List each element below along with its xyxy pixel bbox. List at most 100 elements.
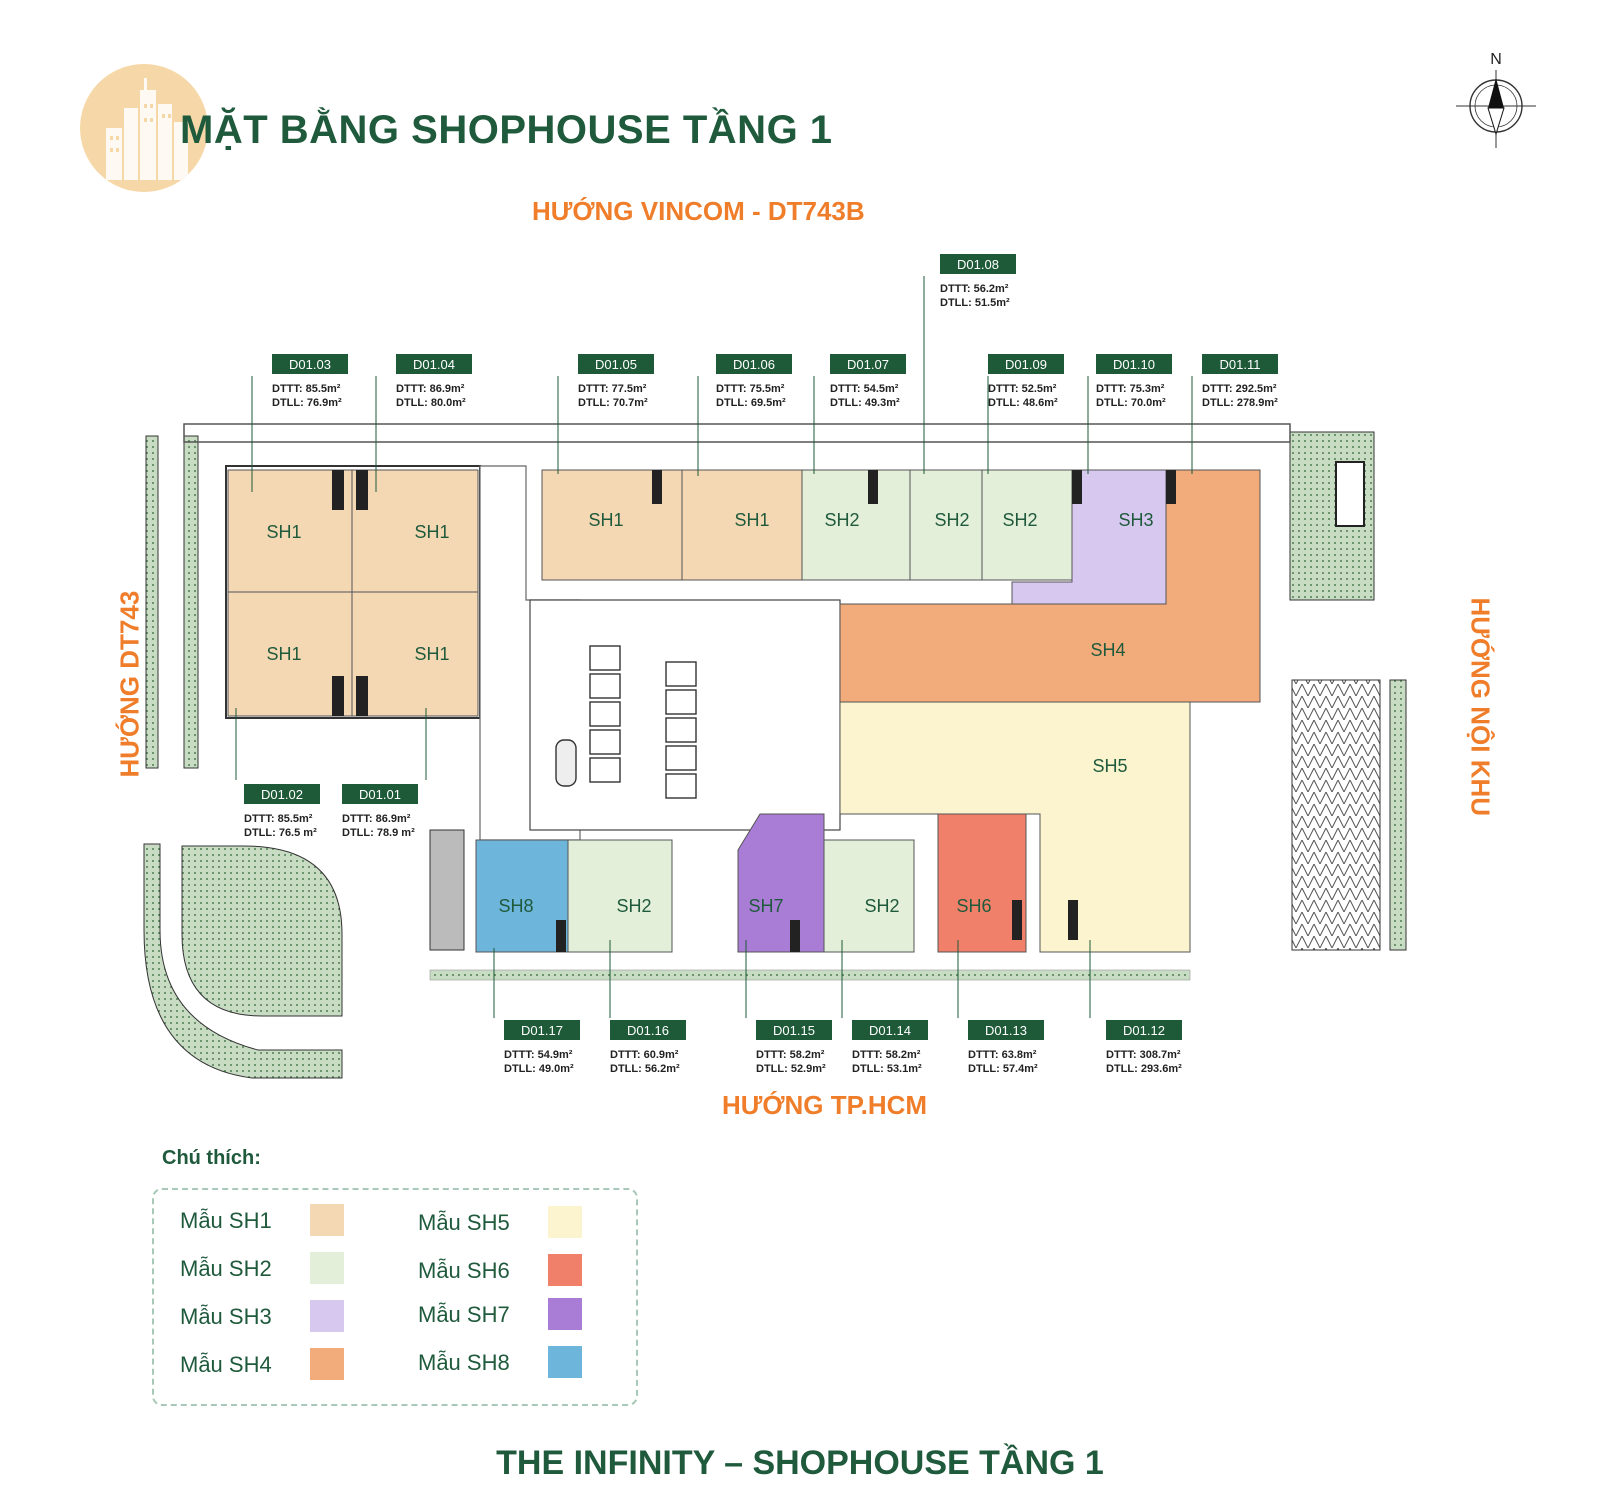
legend-item-sh2: Mẫu SH2 (180, 1252, 400, 1286)
room-label: SH8 (498, 896, 533, 916)
legend-swatch (548, 1254, 582, 1286)
room-label: SH1 (734, 510, 769, 530)
room-label: SH2 (1002, 510, 1037, 530)
svg-text:D01.09: D01.09 (1005, 357, 1047, 372)
unit-tag-d0108: D01.08 DTTT: 56.2m² DTLL: 51.5m² (940, 254, 1016, 309)
svg-text:DTLL: 49.3m²: DTLL: 49.3m² (830, 397, 900, 409)
legend-label: Mẫu SH1 (180, 1208, 272, 1233)
svg-text:D01.02: D01.02 (261, 787, 303, 802)
svg-text:DTLL: 69.5m²: DTLL: 69.5m² (716, 397, 786, 409)
room-sh2-d0116 (567, 839, 673, 953)
svg-text:DTTT: 58.2m²: DTTT: 58.2m² (756, 1049, 825, 1061)
legend-label: Mẫu SH5 (418, 1210, 510, 1235)
unit-tag-d0112: D01.12 DTTT: 308.7m² DTLL: 293.6m² (1106, 1020, 1182, 1075)
unit-tag-d0109: D01.09 DTTT: 52.5m² DTLL: 48.6m² (988, 354, 1064, 409)
legend-label: Mẫu SH3 (180, 1304, 272, 1329)
unit-tag-d0103: D01.03 DTTT: 85.5m² DTLL: 76.9m² (272, 354, 348, 409)
legend-item-sh3: Mẫu SH3 (180, 1300, 400, 1334)
svg-text:DTLL: 76.9m²: DTLL: 76.9m² (272, 397, 342, 409)
svg-text:DTLL: 56.2m²: DTLL: 56.2m² (610, 1063, 680, 1075)
svg-text:DTLL: 49.0m²: DTLL: 49.0m² (504, 1063, 574, 1075)
legend-swatch (310, 1300, 344, 1332)
svg-text:DTTT: 77.5m²: DTTT: 77.5m² (578, 383, 647, 395)
svg-text:DTLL: 53.1m²: DTLL: 53.1m² (852, 1063, 922, 1075)
room-label: SH1 (266, 644, 301, 664)
unit-tag-d0104: D01.04 DTTT: 86.9m² DTLL: 80.0m² (396, 354, 472, 409)
svg-text:D01.10: D01.10 (1113, 357, 1155, 372)
room-label: SH7 (748, 896, 783, 916)
svg-text:DTTT: 75.5m²: DTTT: 75.5m² (716, 383, 785, 395)
legend: Mẫu SH1 Mẫu SH2 Mẫu SH3 Mẫu SH4 Mẫu SH5 … (152, 1188, 638, 1406)
room-label: SH3 (1118, 510, 1153, 530)
svg-text:DTLL: 52.9m²: DTLL: 52.9m² (756, 1063, 826, 1075)
room-sh2-d0109 (981, 469, 1073, 581)
unit-tag-d0102: D01.02 DTTT: 85.5m² DTLL: 76.5 m² (244, 784, 320, 839)
legend-title: Chú thích: (162, 1147, 261, 1169)
page-title: MẶT BẰNG SHOPHOUSE TẦNG 1 (180, 108, 833, 152)
legend-swatch (548, 1206, 582, 1238)
legend-swatch (310, 1204, 344, 1236)
room-label: SH2 (824, 510, 859, 530)
legend-item-sh1: Mẫu SH1 (180, 1204, 400, 1238)
unit-tag-d0110: D01.10 DTTT: 75.3m² DTLL: 70.0m² (1096, 354, 1172, 409)
svg-text:DTTT: 63.8m²: DTTT: 63.8m² (968, 1049, 1037, 1061)
svg-text:D01.06: D01.06 (733, 357, 775, 372)
svg-text:D01.11: D01.11 (1220, 357, 1261, 372)
elevators (555, 645, 697, 799)
svg-text:D01.16: D01.16 (627, 1023, 669, 1038)
svg-text:D01.14: D01.14 (869, 1023, 911, 1038)
north-compass-icon: N (1456, 51, 1536, 148)
svg-text:DTTT: 86.9m²: DTTT: 86.9m² (342, 813, 411, 825)
svg-text:DTLL: 57.4m²: DTLL: 57.4m² (968, 1063, 1038, 1075)
svg-text:DTTT: 75.3m²: DTTT: 75.3m² (1096, 383, 1165, 395)
svg-text:DTLL: 78.9 m²: DTLL: 78.9 m² (342, 827, 415, 839)
svg-text:DTTT: 52.5m²: DTTT: 52.5m² (988, 383, 1057, 395)
room-sh2-d0114 (823, 839, 915, 953)
svg-text:D01.01: D01.01 (359, 787, 401, 802)
unit-tag-d0115: D01.15 DTTT: 58.2m² DTLL: 52.9m² (756, 1020, 832, 1075)
leader-lines (235, 276, 1193, 1018)
city-logo (80, 64, 208, 192)
unit-tag-d0106: D01.06 DTTT: 75.5m² DTLL: 69.5m² (716, 354, 792, 409)
svg-text:DTTT: 292.5m²: DTTT: 292.5m² (1202, 383, 1277, 395)
svg-text:D01.08: D01.08 (957, 257, 999, 272)
city-skyline-icon (106, 78, 188, 180)
svg-text:DTTT: 56.2m²: DTTT: 56.2m² (940, 283, 1009, 295)
svg-text:DTTT: 60.9m²: DTTT: 60.9m² (610, 1049, 679, 1061)
legend-label: Mẫu SH7 (418, 1302, 510, 1327)
svg-text:D01.07: D01.07 (847, 357, 889, 372)
floor-plan: SH1 SH1 SH1 SH1 SH1 SH1 SH2 SH2 SH2 SH3 … (143, 254, 1407, 1079)
svg-text:D01.12: D01.12 (1123, 1023, 1165, 1038)
unit-tags: D01.03 DTTT: 85.5m² DTLL: 76.9m² D01.04 … (244, 254, 1278, 1075)
legend-swatch (310, 1252, 344, 1284)
legend-item-sh7: Mẫu SH7 (418, 1298, 638, 1332)
legend-label: Mẫu SH8 (418, 1350, 510, 1375)
room-label: SH1 (414, 522, 449, 542)
legend-item-sh8: Mẫu SH8 (418, 1346, 638, 1380)
room-label: SH2 (616, 896, 651, 916)
room-sh8-d0117 (475, 839, 569, 953)
svg-text:DTLL: 48.6m²: DTLL: 48.6m² (988, 397, 1058, 409)
svg-text:DTTT: 86.9m²: DTTT: 86.9m² (396, 383, 465, 395)
legend-swatch (548, 1346, 582, 1378)
legend-swatch (548, 1298, 582, 1330)
legend-label: Mẫu SH4 (180, 1352, 272, 1377)
room-sh5-d0112 (839, 701, 1191, 953)
svg-text:D01.03: D01.03 (289, 357, 331, 372)
room-sh1-d0101 (351, 591, 479, 717)
unit-tag-d0105: D01.05 DTTT: 77.5m² DTLL: 70.7m² (578, 354, 654, 409)
compass-label: N (1490, 51, 1502, 68)
svg-text:DTLL: 70.7m²: DTLL: 70.7m² (578, 397, 648, 409)
green-areas (143, 431, 1407, 1079)
footer-title: THE INFINITY – SHOPHOUSE TẦNG 1 (496, 1444, 1104, 1482)
room-label: SH1 (414, 644, 449, 664)
unit-tag-d0116: D01.16 DTTT: 60.9m² DTLL: 56.2m² (610, 1020, 686, 1075)
svg-text:DTTT: 58.2m²: DTTT: 58.2m² (852, 1049, 921, 1061)
room-label: SH5 (1092, 756, 1127, 776)
svg-text:DTLL: 70.0m²: DTLL: 70.0m² (1096, 397, 1166, 409)
unit-tag-d0117: D01.17 DTTT: 54.9m² DTLL: 49.0m² (504, 1020, 580, 1075)
direction-bottom: HƯỚNG TP.HCM (722, 1090, 928, 1120)
unit-tag-d0107: D01.07 DTTT: 54.5m² DTLL: 49.3m² (830, 354, 906, 409)
svg-text:DTTT: 54.9m²: DTTT: 54.9m² (504, 1049, 573, 1061)
room-sh7-d0115 (737, 813, 825, 953)
